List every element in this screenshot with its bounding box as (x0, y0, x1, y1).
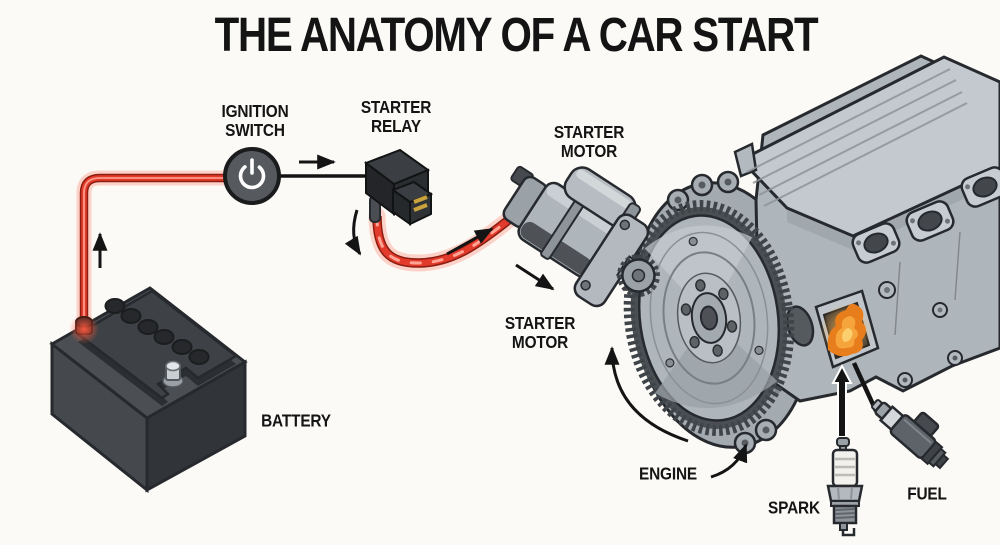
exhaust-ports (851, 166, 1000, 264)
page-title: THE ANATOMY OF A CAR START (214, 9, 819, 62)
rotation-arrow-icon (604, 346, 689, 443)
fuel-pointer-line (851, 362, 879, 412)
label-starter-motor-top: STARTER MOTOR (553, 121, 625, 161)
hub-bolt-holes (680, 279, 738, 357)
flywheel-ring-gear-icon (623, 200, 795, 436)
relay-connector (390, 180, 434, 226)
power-icon (223, 147, 281, 205)
label-ignition-switch: IGNITION SWITCH (221, 100, 289, 140)
fuel-injector-icon (871, 399, 950, 470)
label-battery: BATTERY (261, 410, 331, 431)
combustion-window (814, 289, 880, 369)
car-battery-icon (49, 286, 248, 494)
relay-down-arrow-icon (344, 209, 362, 256)
block-panel-lines (894, 231, 961, 336)
battery-positive-terminal (69, 314, 99, 344)
valve-cover (738, 55, 1000, 238)
relay-icon (363, 148, 434, 226)
spark-pointer-arrow-icon (831, 363, 853, 438)
label-engine: ENGINE (639, 463, 697, 484)
label-spark: SPARK (768, 497, 820, 518)
battery-cell-caps (104, 298, 210, 365)
bellhousing-bolt-tabs (666, 170, 778, 455)
label-starter-relay: STARTER RELAY (360, 96, 432, 136)
valve-cover-ridges (746, 68, 968, 207)
battery-negative-terminal (162, 360, 184, 388)
battery-to-switch-wire (76, 170, 234, 341)
wire-flow-arrow-icon (446, 227, 494, 256)
starter-motor-icon (502, 165, 660, 308)
starter-pointer-arrow-icon (515, 263, 555, 291)
label-fuel: FUEL (907, 483, 947, 504)
label-starter-motor-side: STARTER MOTOR (504, 312, 576, 352)
spark-plug-icon (826, 437, 864, 537)
flame-icon (827, 303, 866, 357)
pinion-gear-icon (616, 254, 660, 298)
engine-pointer-arrow-icon (710, 443, 748, 479)
